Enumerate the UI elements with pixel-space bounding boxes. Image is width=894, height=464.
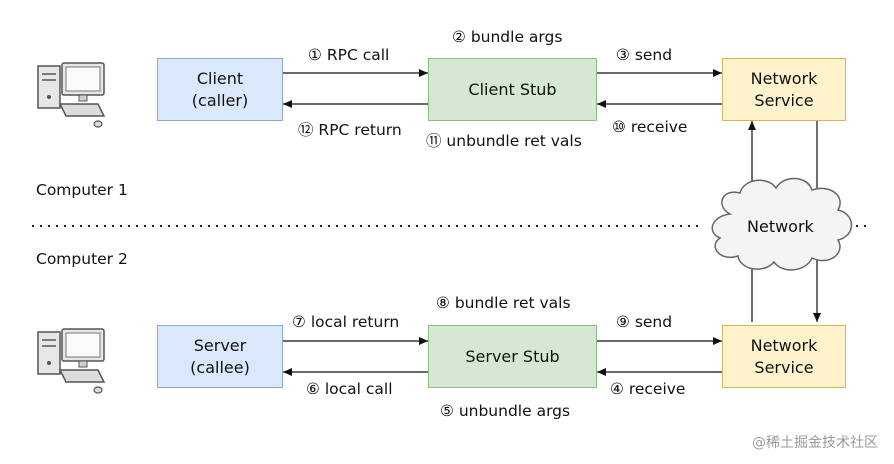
step-6-label: ⑥ local call xyxy=(306,380,393,398)
step-1-label: ① RPC call xyxy=(308,46,390,64)
network-service-bottom-label-2: Service xyxy=(754,357,814,377)
cloud-icon xyxy=(711,177,853,271)
step-7-label: ⑦ local return xyxy=(292,313,400,331)
network-service-top-label-2: Service xyxy=(754,90,814,110)
network-service-top-label-1: Network xyxy=(750,68,818,88)
step-11-label: ⑪ unbundle ret vals xyxy=(426,132,582,150)
server-stub-label: Server Stub xyxy=(465,346,560,366)
client-box: Client(caller) xyxy=(157,58,283,121)
step-8-label: ⑧ bundle ret vals xyxy=(436,294,571,312)
network-label: Network xyxy=(747,217,814,236)
server-stub-box: Server Stub xyxy=(428,325,597,388)
client-stub-box: Client Stub xyxy=(428,58,597,121)
server-label: Server xyxy=(193,335,247,355)
step-4-label: ④ receive xyxy=(610,380,686,398)
step-10-label: ⑩ receive xyxy=(612,118,688,136)
computer-icon xyxy=(37,328,106,394)
client-sublabel: (caller) xyxy=(191,90,249,110)
watermark: @稀土掘金技术社区 xyxy=(752,435,878,451)
computer-2-label: Computer 2 xyxy=(36,250,128,268)
computer-icon xyxy=(37,62,106,128)
client-label: Client xyxy=(196,68,244,88)
step-3-label: ③ send xyxy=(616,46,673,64)
step-12-label: ⑫ RPC return xyxy=(298,121,402,139)
step-9-label: ⑨ send xyxy=(616,313,673,331)
computer-1-label: Computer 1 xyxy=(36,181,128,199)
server-box: Server(callee) xyxy=(157,325,283,388)
step-5-label: ⑤ unbundle args xyxy=(440,402,571,420)
client-stub-label: Client Stub xyxy=(468,79,557,99)
network-service-bottom-label-1: Network xyxy=(750,335,818,355)
step-2-label: ② bundle args xyxy=(452,28,563,46)
server-sublabel: (callee) xyxy=(190,357,250,377)
